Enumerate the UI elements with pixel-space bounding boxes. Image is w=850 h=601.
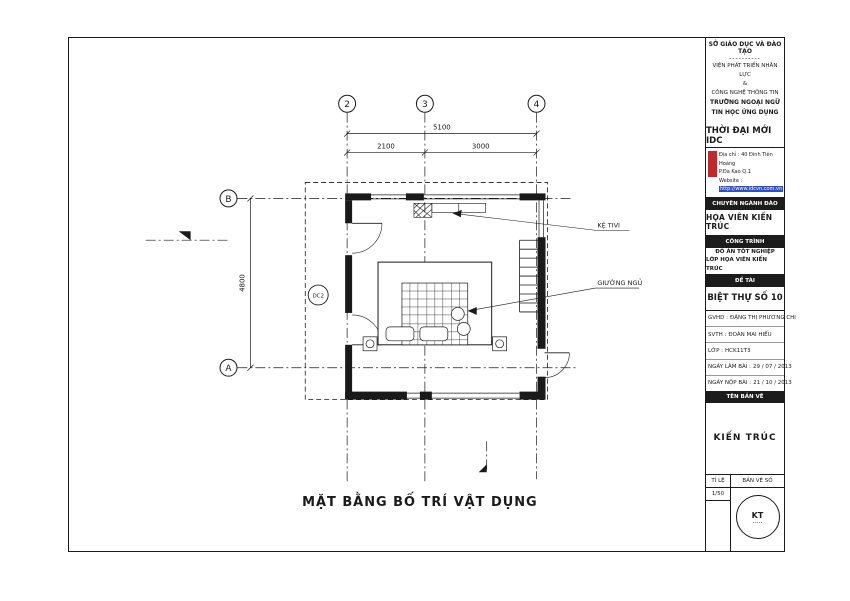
sheetname-value: KIẾN TRÚC	[713, 433, 777, 444]
floor-plan-svg: 2 3 4 B A DC2 5100 2100 3000 4800	[145, 94, 642, 510]
sheet-number-area: BẢN VẼ SỐ KT .....	[731, 475, 784, 551]
address-value-2: P.Đa Kao Q.1	[719, 169, 751, 175]
info-row-ngay-lam: NGÀY LÀM BÀI : 29 / 07 / 2013	[706, 360, 792, 376]
school-line-1: TRƯỜNG NGOẠI NGỮ	[710, 99, 780, 107]
door-tag-dc2: DC2	[312, 293, 324, 299]
titleblock-address: Địa chỉ : 40 Đinh Tiên Hoàng P.Đa Kao Q.…	[706, 148, 784, 198]
info-label: SVTH :	[708, 331, 727, 338]
info-value: ĐOÀN MAI HIẾU	[728, 331, 772, 338]
blanket-grid	[401, 283, 468, 345]
dept-name: SỞ GIÁO DỤC VÀ ĐÀO TẠO	[708, 41, 782, 55]
topic-value: BIỆT THỰ SỐ 10	[706, 287, 784, 311]
info-label: NGÀY NỘP BÀI :	[708, 380, 752, 387]
address-value: 40 Đinh Tiên Hoàng	[719, 152, 773, 167]
idc-logo	[708, 151, 717, 177]
grid-bubbles	[219, 94, 546, 377]
address-text: Địa chỉ : 40 Đinh Tiên Hoàng P.Đa Kao Q.…	[719, 151, 784, 194]
org-line-2: CÔNG NGHỆ THÔNG TIN	[711, 90, 779, 97]
titleblock-bottom: TỈ LỆ 1/50 BẢN VẼ SỐ KT .....	[706, 474, 784, 551]
grid-bubble-B: B	[225, 195, 231, 205]
project-line-1: ĐỒ ÁN TỐT NGHIỆP	[715, 248, 775, 255]
bed	[377, 261, 493, 346]
drawing-title: MẶT BẰNG BỐ TRÍ VẬT DỤNG	[302, 492, 538, 510]
org-line-1: VIỆN PHÁT TRIỂN NHÂN LỰC	[712, 63, 778, 79]
info-value: ĐẶNG THỊ PHƯƠNG CHI	[730, 315, 796, 322]
dimension-texts: 5100 2100 3000 4800	[238, 124, 489, 292]
info-label: GVHD :	[708, 315, 728, 322]
info-label: NGÀY LÀM BÀI :	[708, 364, 752, 371]
info-row-svth: SVTH : ĐOÀN MAI HIẾU	[706, 327, 784, 344]
walls	[345, 193, 546, 400]
grid-bubble-2: 2	[344, 100, 350, 110]
label-bed: GIƯỜNG NGỦ	[597, 277, 642, 287]
dept-dashes: ----------	[729, 55, 761, 62]
project-line-2: LỚP HỌA VIÊN KIẾN TRÚC	[706, 257, 767, 273]
info-label: LỚP :	[708, 347, 724, 354]
grid-bubble-A: A	[225, 364, 232, 374]
grid-bubble-4: 4	[534, 100, 540, 110]
sheet-number-circle: KT .....	[735, 495, 780, 539]
cushion	[450, 307, 465, 321]
address-label: Địa chỉ :	[719, 152, 740, 158]
info-value: HCK11T3	[725, 347, 751, 354]
dim-vertical: 4800	[238, 274, 246, 292]
pillow	[419, 326, 449, 342]
floor-plan-area: 2 3 4 B A DC2 5100 2100 3000 4800	[69, 38, 705, 551]
grid-lines	[145, 112, 578, 485]
titleblock-dept: SỞ GIÁO DỤC VÀ ĐÀO TẠO ----------	[706, 38, 784, 62]
sheet-border: 2 3 4 B A DC2 5100 2100 3000 4800	[68, 37, 796, 552]
info-row-lop: LỚP : HCK11T3	[706, 343, 784, 360]
project-section: ĐỒ ÁN TỐT NGHIỆP LỚP HỌA VIÊN KIẾN TRÚC	[706, 248, 784, 275]
sheet-number-value: KT	[751, 510, 764, 520]
website-url: http://www.idcvn.com.vn	[719, 186, 784, 192]
dim-left: 2100	[377, 143, 395, 151]
leader-arrows	[452, 209, 477, 315]
stairs	[519, 239, 538, 313]
dim-right: 3000	[472, 143, 490, 151]
title-block: SỞ GIÁO DỤC VÀ ĐÀO TẠO ---------- VIỆN P…	[705, 38, 796, 551]
annotation-labels: KỆ TIVI GIƯỜNG NGỦ	[597, 220, 642, 287]
school-line-2: TIN HỌC ỨNG DỤNG	[711, 109, 779, 117]
label-tv-shelf: KỆ TIVI	[597, 220, 620, 229]
info-row-ngay-nop: NGÀY NỘP BÀI : 21 / 10 / 2013	[706, 376, 792, 391]
pillow	[385, 326, 415, 342]
cushion	[456, 322, 471, 336]
topic-header-bar: ĐỀ TÀI	[706, 274, 784, 287]
info-value: 21 / 10 / 2013	[753, 380, 792, 387]
leader-lines	[452, 213, 640, 312]
side-tables	[362, 336, 507, 352]
dim-total: 5100	[433, 124, 451, 132]
scale-value: 1/50	[706, 488, 730, 501]
sheet-number-label: BẢN VẼ SỐ	[731, 475, 784, 488]
sheetname-header-bar: TÊN BẢN VẼ	[706, 390, 784, 403]
sheet-number-dots: .....	[752, 517, 763, 525]
windows	[368, 194, 544, 399]
info-rows: GVHD : ĐẶNG THỊ PHƯƠNG CHI SVTH : ĐOÀN M…	[706, 311, 796, 391]
website-label: Website :	[719, 177, 743, 184]
titleblock-org: VIỆN PHÁT TRIỂN NHÂN LỰC & CÔNG NGHỆ THÔ…	[706, 62, 784, 124]
dimension-lines	[247, 130, 540, 371]
project-header-bar: CÔNG TRÌNH	[706, 235, 784, 248]
grid-bubble-3: 3	[422, 100, 428, 110]
info-row-gvhd: GVHD : ĐẶNG THỊ PHƯƠNG CHI	[706, 311, 796, 328]
scale-label: TỈ LỆ	[706, 475, 730, 488]
major-value: HỌA VIÊN KIẾN TRÚC	[706, 210, 784, 236]
brand-name: THỜI ĐẠI MỚI IDC	[706, 124, 784, 148]
info-value: 29 / 07 / 2013	[753, 364, 792, 371]
org-amp: &	[742, 81, 748, 88]
major-header-bar: CHUYÊN NGÀNH ĐÀO TẠO	[706, 197, 784, 219]
scale-column: TỈ LỆ 1/50	[706, 475, 731, 551]
